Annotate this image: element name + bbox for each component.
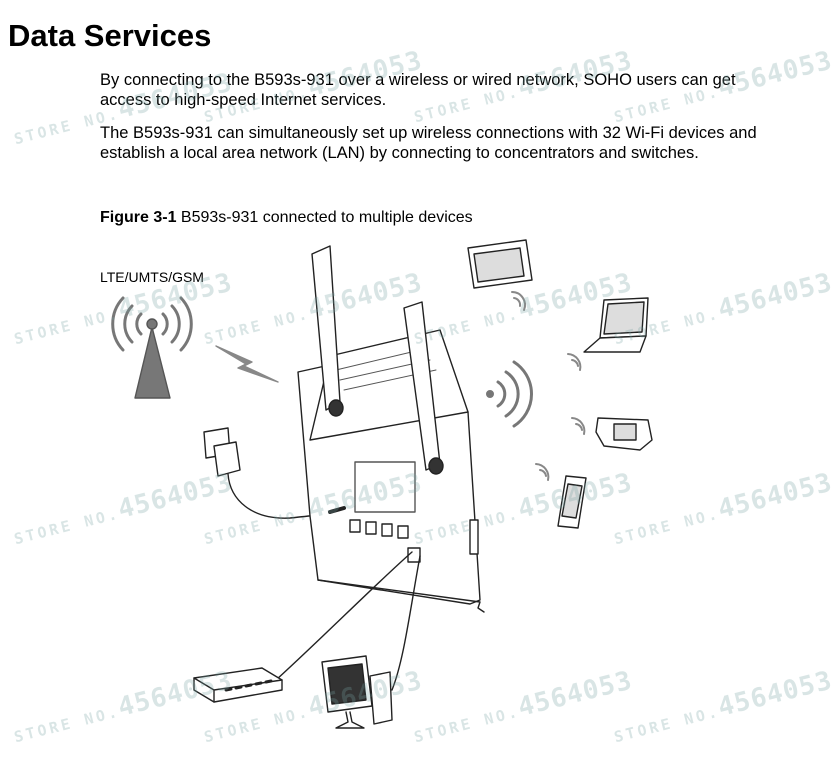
lightning-icon [215, 345, 279, 383]
desktop-computer-icon [321, 655, 393, 729]
figure-caption: Figure 3-1 B593s-931 connected to multip… [100, 209, 473, 227]
router-icon [297, 245, 485, 613]
power-adapter-icon [203, 427, 333, 519]
smartphone-icon [535, 463, 587, 529]
figure-number: Figure 3-1 [100, 209, 177, 226]
lan-cable-2 [391, 555, 421, 691]
lan-cable [275, 551, 413, 681]
capability-paragraph: The B593s-931 can simultaneously set up … [100, 124, 757, 162]
page-title: Data Services [8, 18, 212, 53]
cell-tower-icon [111, 296, 193, 399]
wifi-signal-icon [486, 360, 533, 428]
figure-caption-text: B593s-931 connected to multiple devices [176, 209, 473, 226]
handheld-console-icon [571, 417, 653, 451]
network-type-label: LTE/UMTS/GSM [100, 269, 204, 285]
intro-paragraph: By connecting to the B593s-931 over a wi… [100, 71, 736, 109]
laptop-icon [567, 297, 649, 371]
network-switch-icon [193, 667, 283, 703]
tablet-icon [467, 239, 533, 311]
